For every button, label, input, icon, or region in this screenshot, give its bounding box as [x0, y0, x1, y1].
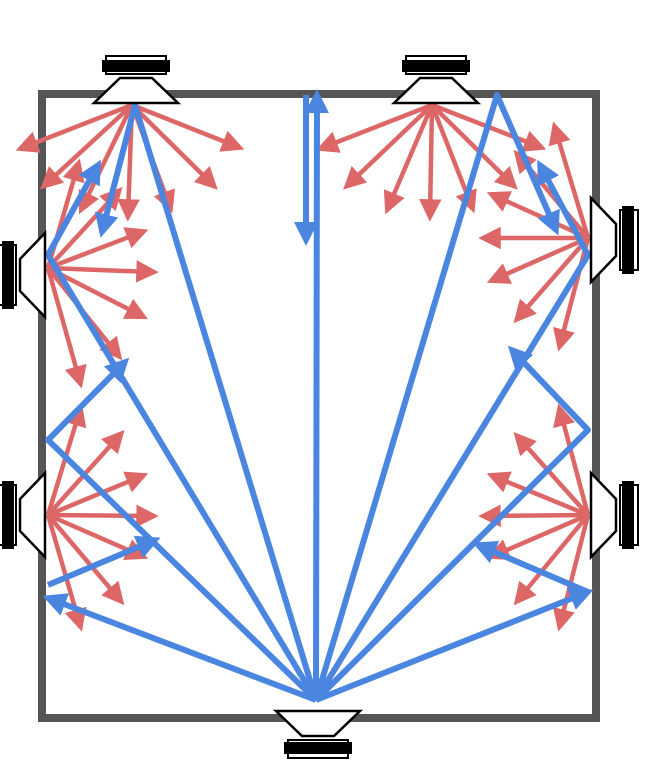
- direct-sound-arrow: [47, 504, 159, 528]
- direct-sound-arrow: [383, 104, 435, 215]
- speaker-top-left: [90, 55, 182, 105]
- speaker-cone: [18, 469, 47, 561]
- direct-sound-arrow: [47, 471, 149, 518]
- speakers: [0, 55, 639, 759]
- direct-sound-arrow: [486, 235, 589, 284]
- speaker-cone: [18, 229, 47, 321]
- direct-sound-arrow: [45, 403, 87, 516]
- direct-sound-arrow: [430, 103, 518, 190]
- direct-sound-arrow: [40, 103, 134, 190]
- reflected-sound-path: [46, 535, 161, 588]
- direct-sound-arrow: [513, 431, 590, 517]
- speaker-bottom: [272, 709, 364, 759]
- direct-sound-arrow: [429, 104, 477, 214]
- reflected-sound-path: [45, 357, 319, 703]
- direct-sound-arrows: [15, 102, 591, 632]
- direct-sound-arrow: [419, 104, 442, 222]
- reflected-sound-path: [42, 593, 318, 703]
- direct-sound-arrow: [553, 237, 591, 352]
- speaker-magnet: [2, 241, 14, 309]
- direct-sound-arrow: [15, 102, 133, 153]
- speaker-right-lower: [589, 469, 639, 561]
- speaker-left-upper: [0, 229, 47, 321]
- direct-sound-arrow: [552, 514, 591, 632]
- speaker-cone: [589, 194, 618, 286]
- speaker-magnet: [284, 742, 352, 754]
- direct-sound-arrow: [486, 471, 589, 518]
- direct-sound-arrow: [486, 512, 589, 561]
- direct-sound-arrow: [47, 227, 149, 271]
- reflected-sound-path: [313, 92, 560, 701]
- speaker-magnet: [102, 60, 170, 72]
- direct-sound-arrow: [130, 103, 218, 190]
- speaker-right-upper: [589, 194, 639, 286]
- reflected-sound-path: [45, 159, 319, 702]
- direct-sound-arrow: [513, 236, 590, 324]
- speaker-cone: [90, 76, 182, 105]
- direct-sound-arrow: [47, 260, 159, 283]
- direct-sound-arrow: [78, 104, 135, 215]
- direct-sound-arrow: [548, 121, 591, 239]
- speaker-magnet: [622, 206, 634, 274]
- speaker-left-lower: [0, 469, 47, 561]
- reflected-sound-path: [472, 541, 590, 595]
- reflected-sound-path: [304, 89, 329, 701]
- direct-sound-arrow: [315, 102, 433, 153]
- reflected-sound-arrows: [42, 89, 594, 703]
- speaker-magnet: [402, 60, 470, 72]
- reflected-sound-path: [313, 159, 591, 702]
- speaker-cone: [272, 709, 364, 738]
- direct-sound-arrow: [513, 513, 590, 606]
- reflected-sound-path: [313, 345, 591, 703]
- direct-sound-arrow: [46, 513, 125, 606]
- speaker-top-right: [390, 55, 482, 105]
- speaker-magnet: [622, 481, 634, 549]
- direct-sound-arrow: [343, 103, 434, 190]
- direct-sound-arrow: [131, 102, 245, 152]
- direct-sound-arrow: [553, 403, 591, 516]
- direct-sound-arrow: [45, 267, 87, 389]
- speaker-cone: [589, 469, 618, 561]
- reflected-sound-path: [314, 587, 594, 703]
- speaker-magnet: [2, 481, 14, 549]
- speaker-cone: [390, 76, 482, 105]
- reflected-sound-path: [94, 102, 319, 701]
